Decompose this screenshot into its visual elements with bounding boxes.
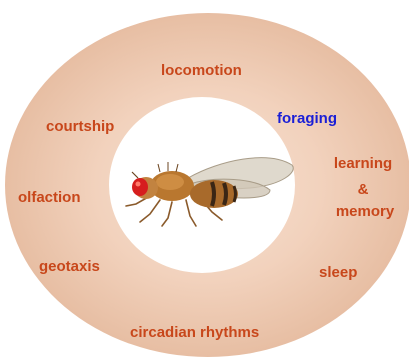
label-geotaxis: geotaxis <box>39 258 100 275</box>
label-courtship: courtship <box>46 118 114 135</box>
label-locomotion: locomotion <box>161 62 242 79</box>
label-foraging: foraging <box>277 110 337 127</box>
label-ampersand: & <box>327 181 399 198</box>
label-circadian-rhythms: circadian rhythms <box>130 324 259 341</box>
label-memory: memory <box>327 203 403 220</box>
label-learning: learning <box>327 155 399 172</box>
label-sleep: sleep <box>319 264 357 281</box>
label-olfaction: olfaction <box>18 189 81 206</box>
